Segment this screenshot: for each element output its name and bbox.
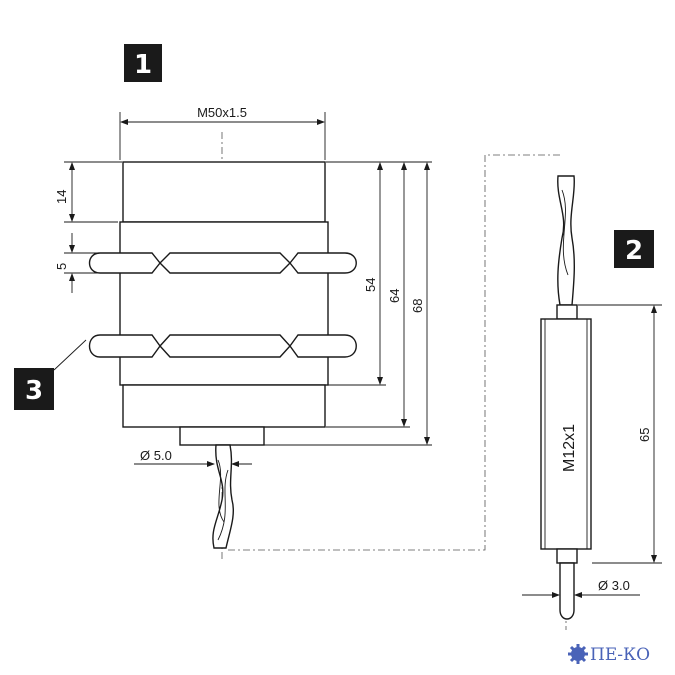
dim-connector-cable-diameter: Ø 3.0 (522, 578, 640, 598)
badge-view-2: 2 (614, 230, 654, 268)
logo: ПЕ-КО (568, 644, 650, 665)
logo-text: ПЕ-КО (590, 645, 650, 665)
dim-nut-thickness: 5 (54, 233, 98, 293)
dim-head-length: 14 (54, 161, 122, 223)
connector-cable-bottom (559, 562, 575, 620)
nut-upper (88, 252, 357, 274)
label-head-length: 14 (54, 190, 69, 204)
connector-sleeve-bottom (556, 548, 578, 564)
connector-view: M12x1 (540, 175, 592, 630)
cable-gland (179, 426, 265, 446)
sensor-rear-body (122, 384, 326, 428)
label-cable-diameter: Ø 5.0 (140, 448, 172, 463)
callout-3-leader (53, 339, 87, 371)
connector-body (540, 318, 592, 550)
gear-icon (568, 644, 588, 664)
nut-lower (88, 334, 357, 358)
badge-view-1: 1 (124, 44, 162, 82)
connector-sleeve-top (556, 304, 578, 320)
label-connector-cable-diameter: Ø 3.0 (598, 578, 630, 593)
dim-connector-length: 65 (578, 304, 662, 564)
badge-callout-3: 3 (14, 339, 87, 410)
label-thread-main: M50x1.5 (197, 105, 247, 120)
svg-text:1: 1 (134, 50, 152, 80)
connector-cable-top (557, 175, 576, 306)
sensor-threaded-body (119, 221, 329, 386)
view-link-line (228, 154, 562, 551)
label-body-length: 64 (387, 289, 402, 303)
dim-lengths: 54 64 68 (264, 161, 432, 446)
label-thread-length: 54 (363, 278, 378, 292)
svg-text:3: 3 (25, 376, 43, 406)
sensor-cable (212, 444, 235, 549)
dim-thread-main: M50x1.5 (119, 105, 326, 160)
dim-cable-diameter: Ø 5.0 (134, 448, 252, 467)
label-nut-thickness: 5 (54, 263, 69, 270)
sensor-head (122, 161, 326, 223)
label-connector-thread: M12x1 (561, 424, 578, 472)
svg-text:2: 2 (625, 236, 643, 266)
sensor-view (88, 132, 357, 560)
label-overall-length: 68 (410, 299, 425, 313)
label-connector-length: 65 (637, 428, 652, 442)
